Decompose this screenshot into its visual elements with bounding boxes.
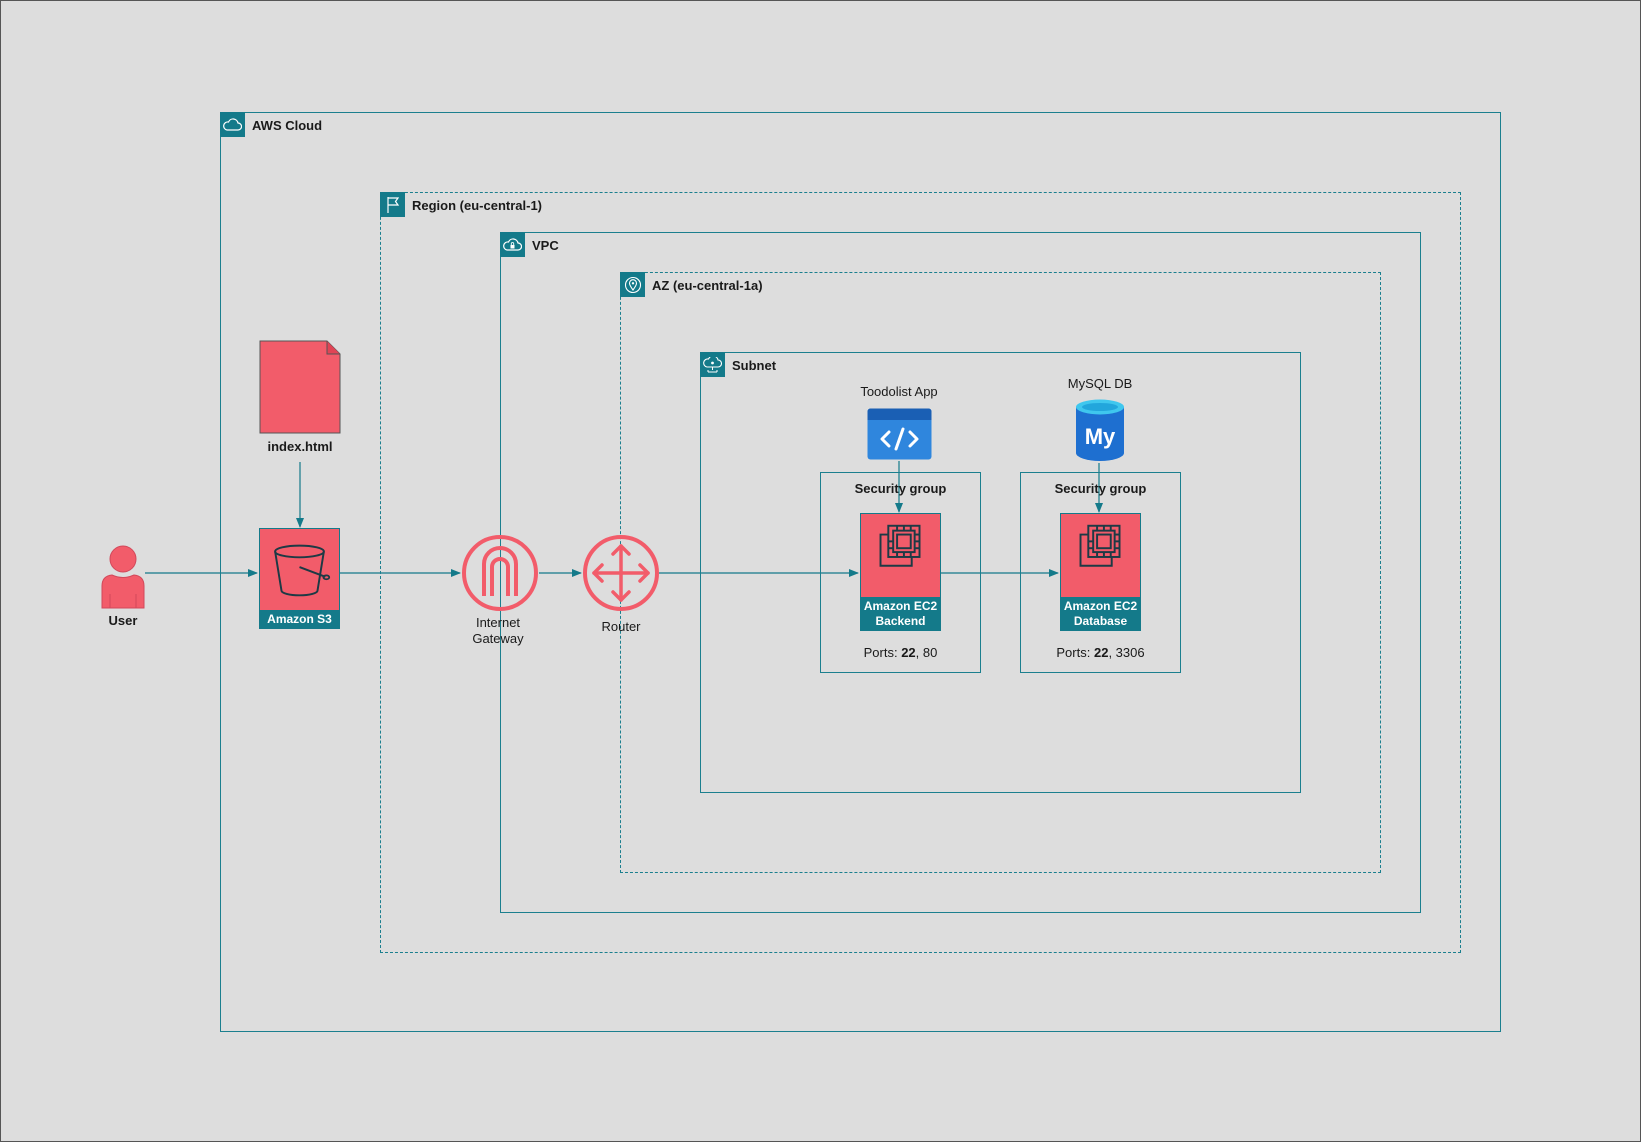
router-label: Router [601, 619, 641, 634]
mysql-database-icon: My [1076, 399, 1124, 461]
backend-ports: Ports: 22, 80 [863, 645, 938, 660]
ec2-database-node[interactable]: Amazon EC2 Database [1060, 513, 1141, 631]
mysql-label: MySQL DB [1067, 376, 1133, 391]
user-node[interactable] [97, 544, 149, 612]
az-label: AZ (eu-central-1a) [652, 278, 763, 293]
security-group-backend: Security group Ports: 22, 80 [820, 472, 981, 673]
code-app-icon [867, 408, 932, 460]
user-icon [101, 545, 145, 609]
security-group-title: Security group [854, 481, 947, 496]
s3-label: Amazon S3 [260, 610, 339, 628]
region-label: Region (eu-central-1) [412, 198, 543, 213]
location-pin-icon [620, 272, 645, 297]
s3-bucket-icon [274, 544, 331, 597]
subnet-label: Subnet [732, 358, 777, 373]
svg-text:My: My [1085, 424, 1116, 449]
aws-cloud-group: AWS Cloud [220, 112, 1501, 1032]
cloud-network-icon [700, 352, 725, 377]
router-node[interactable] [582, 534, 660, 612]
database-ports: Ports: 22, 3306 [1056, 645, 1145, 660]
cloud-icon [220, 112, 245, 137]
ec2-backend-label: Amazon EC2 Backend [861, 597, 940, 630]
vpc-group: VPC [500, 232, 1421, 913]
cloud-lock-icon [500, 232, 525, 257]
security-group-title: Security group [1054, 481, 1147, 496]
ec2-database-label: Amazon EC2 Database [1061, 597, 1140, 630]
security-group-database: Security group Ports: 22, 3306 [1020, 472, 1181, 673]
subnet-group: Subnet [700, 352, 1301, 793]
index-file-label: index.html [267, 439, 333, 454]
region-group: Region (eu-central-1) [380, 192, 1461, 953]
app-node[interactable] [867, 408, 932, 460]
amazon-s3-node[interactable]: Amazon S3 [259, 528, 340, 629]
flag-icon [380, 192, 405, 217]
app-label: Toodolist App [860, 384, 938, 399]
aws-cloud-label: AWS Cloud [252, 118, 323, 133]
vpc-label: VPC [532, 238, 559, 253]
ec2-chip-icon [1079, 524, 1121, 567]
ec2-backend-node[interactable]: Amazon EC2 Backend [860, 513, 941, 631]
internet-gateway-icon [462, 535, 538, 611]
user-label: User [108, 613, 138, 628]
internet-gateway-node[interactable] [461, 534, 539, 612]
router-icon [583, 535, 659, 611]
mysql-node[interactable]: My [1075, 399, 1125, 462]
index-file-node[interactable] [259, 340, 341, 434]
document-icon [259, 340, 341, 434]
ec2-chip-icon [879, 524, 921, 567]
internet-gateway-label: Internet Gateway [472, 615, 524, 646]
